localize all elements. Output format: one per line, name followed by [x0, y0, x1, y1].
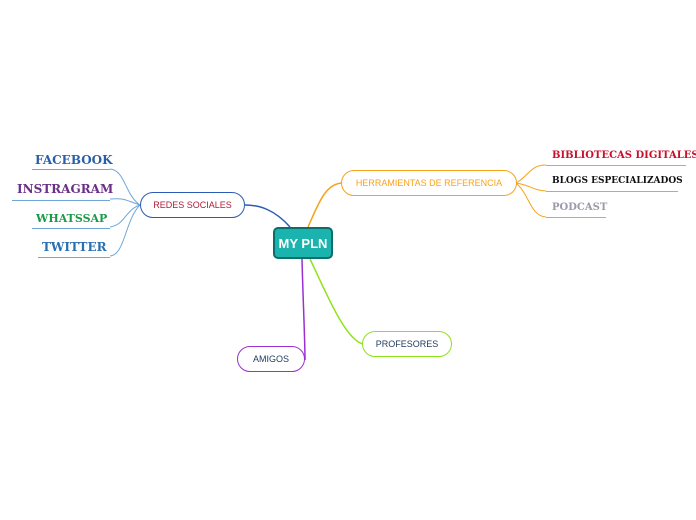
leaf-blogs-especializados[interactable]: BLOGS ESPECIALIZADOS: [552, 176, 683, 186]
link-blogs: [515, 182, 547, 192]
topic-redes-sociales[interactable]: REDES SOCIALES: [140, 192, 245, 218]
leaf-bibliotecas-digitales[interactable]: BIBLIOTECAS DIGITALES: [552, 150, 696, 161]
link-twitter: [109, 204, 141, 257]
link-instragram: [109, 198, 141, 206]
topic-herramientas-de-referencia[interactable]: HERRAMIENTAS DE REFERENCIA: [341, 170, 517, 196]
leaf-blogs-underline: [546, 191, 678, 192]
link-facebook: [109, 168, 141, 206]
leaf-instragram[interactable]: INSTRAGRAM: [17, 182, 114, 196]
topic-profesores[interactable]: PROFESORES: [362, 331, 452, 357]
central-topic[interactable]: MY PLN: [273, 227, 333, 259]
link-bibliotecas: [515, 164, 547, 184]
leaf-whatssap[interactable]: WHATSSAP: [36, 212, 108, 225]
leaf-podcast[interactable]: PODCAST: [552, 202, 608, 213]
topic-amigos[interactable]: AMIGOS: [237, 346, 305, 372]
leaf-twitter[interactable]: TWITTER: [42, 240, 107, 254]
link-herramientas: [307, 182, 344, 228]
leaf-instragram-underline: [12, 200, 110, 201]
link-redes-sociales: [244, 204, 291, 228]
leaf-facebook[interactable]: FACEBOOK: [35, 153, 113, 167]
leaf-twitter-underline: [38, 257, 110, 258]
leaf-facebook-underline: [32, 169, 110, 170]
link-amigos: [301, 258, 306, 361]
leaf-podcast-underline: [546, 217, 606, 218]
link-podcast: [515, 182, 547, 218]
link-whatssap: [109, 204, 141, 228]
leaf-whatssap-underline: [32, 228, 110, 229]
link-profesores: [309, 258, 364, 345]
leaf-bibliotecas-underline: [546, 165, 686, 166]
